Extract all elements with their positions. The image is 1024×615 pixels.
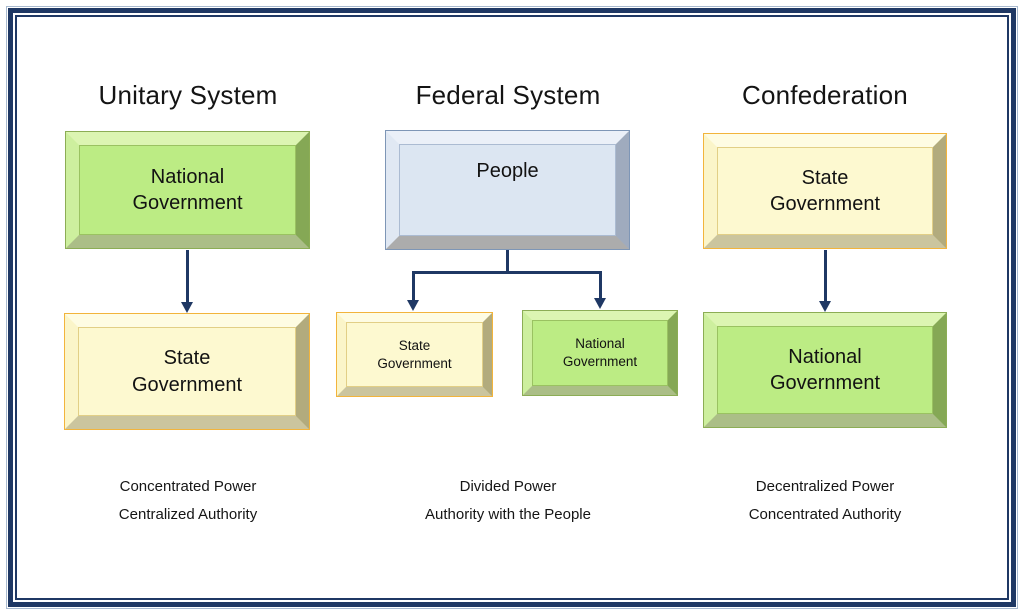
arrow-federal-to-state [412, 271, 415, 301]
box-federal-state-government: State Government [336, 312, 493, 397]
arrow-unitary-national-to-state [186, 250, 189, 303]
connector-federal-crossbar [412, 271, 602, 274]
arrow-confederation-state-to-national [824, 250, 827, 302]
box-bevel: State Government [704, 134, 946, 248]
box-unitary-state-government: State Government [64, 313, 310, 430]
arrow-federal-to-national [599, 271, 602, 299]
arrowhead-icon [819, 301, 831, 312]
box-bevel: National Government [523, 311, 677, 395]
box-federal-people: People [385, 130, 630, 250]
box-confederation-national-government: National Government [703, 312, 947, 428]
box-confederation-state-government: State Government [703, 133, 947, 249]
box-label: State Government [131, 347, 243, 396]
box-bevel: National Government [704, 313, 946, 427]
box-label: State Government [769, 166, 881, 215]
caption-unitary-line1: Concentrated Power [119, 478, 257, 495]
box-label: National Government [132, 165, 243, 214]
box-label: State Government [377, 337, 452, 371]
connector-federal-stem [506, 250, 509, 271]
box-bevel: State Government [65, 314, 309, 429]
box-unitary-national-government: National Government [65, 131, 310, 249]
arrowhead-icon [594, 298, 606, 309]
box-bevel: People [386, 131, 629, 249]
column-title-federal-system: Federal System [415, 80, 601, 110]
column-title-unitary-system: Unitary System [98, 80, 278, 110]
column-title-confederation: Confederation [742, 80, 908, 110]
arrowhead-icon [407, 300, 419, 311]
arrowhead-icon [181, 302, 193, 313]
box-label: People [476, 160, 539, 182]
caption-confederation-line1: Decentralized Power [755, 478, 895, 495]
caption-unitary-line2: Centralized Authority [118, 506, 258, 523]
box-label: National Government [769, 345, 881, 394]
caption-federal-line2: Authority with the People [425, 506, 591, 523]
caption-federal-line1: Divided Power [459, 478, 557, 495]
box-federal-national-government: National Government [522, 310, 678, 396]
box-bevel: National Government [66, 132, 309, 248]
box-label: National Government [562, 336, 638, 369]
box-bevel: State Government [337, 313, 492, 396]
caption-confederation-line2: Concentrated Authority [748, 506, 902, 523]
